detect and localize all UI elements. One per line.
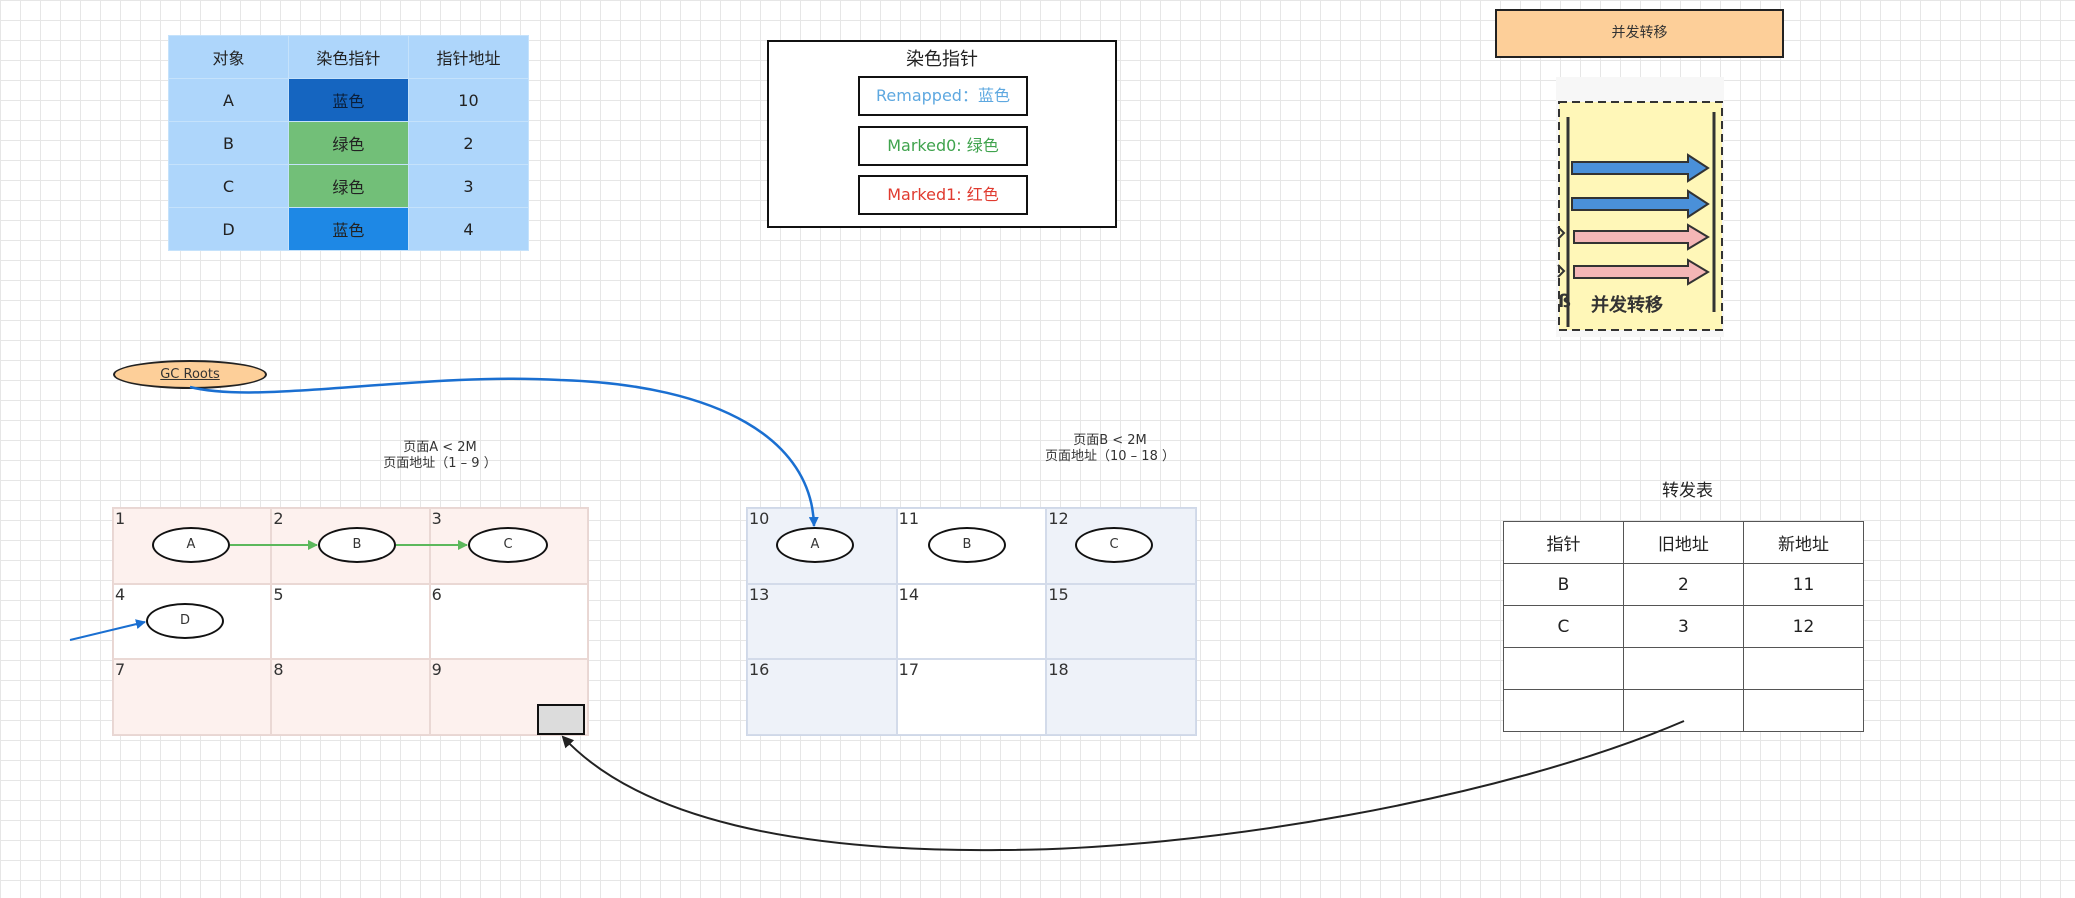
node-c-page-a[interactable]: C [468,527,548,563]
page-cell: 18 [1046,659,1196,735]
cell-object: D [168,207,289,251]
cell-address-label: 1 [115,509,126,528]
table-header-row: 对象 染色指针 指针地址 [168,35,530,79]
cell-address-label: 12 [1048,509,1069,528]
table-row: C 绿色 3 [168,164,530,208]
cell-old-address: 3 [1622,605,1744,648]
color-pointer-table: 对象 染色指针 指针地址 A 蓝色 10 B 绿色 2 C 绿色 3 D 蓝色 … [168,35,530,251]
concurrent-relocation-thumbnail[interactable]: ß 并发转移 [1556,77,1724,337]
cell-address-label: 13 [749,584,770,604]
cell-old-address [1622,647,1744,690]
node-b-page-a[interactable]: B [318,527,396,563]
thumbnail-fragment-text: ß [1558,291,1571,312]
page-cell: 7 [113,659,272,735]
node-c-page-b[interactable]: C [1075,527,1153,563]
table-row [1503,647,1865,690]
color-pointer-legend[interactable]: 染色指针 Remapped：蓝色 Marked0: 绿色 Marked1: 红色 [767,40,1117,228]
thumbnail-illustration [1557,101,1723,331]
concurrent-relocation-banner[interactable]: 并发转移 [1495,9,1784,58]
cell-address-label: 4 [115,584,126,604]
cell-new-address: 11 [1742,563,1865,606]
page-cell: 14 [896,583,1047,660]
header-pointer: 指针 [1503,521,1624,564]
cell-old-address: 2 [1622,563,1744,606]
cell-address: 10 [407,78,530,122]
cell-address: 3 [407,164,530,208]
cell-address-label: 11 [898,509,920,528]
cell-color: 蓝色 [287,207,409,251]
page-cell: 5 [271,583,430,660]
cell-object: B [168,121,289,165]
page-b-range-label: 页面地址（10 – 18 ） [1045,449,1175,464]
page-b-size-label: 页面B < 2M [1073,433,1147,448]
cell-pointer: C [1503,605,1624,648]
header-new-address: 新地址 [1742,521,1865,564]
table-row: D 蓝色 4 [168,207,530,251]
cell-address-label: 15 [1048,584,1069,604]
page-cell: 17 [896,659,1047,735]
cell-address-label: 8 [273,660,284,680]
cell-color: 蓝色 [287,78,409,122]
cell-address-label: 17 [898,660,920,680]
node-d-page-a[interactable]: D [146,603,224,639]
legend-remapped: Remapped：蓝色 [858,76,1028,116]
page-a-label: 页面A < 2M 页面地址（1 – 9 ） [370,440,510,472]
page-a-size-label: 页面A < 2M [403,440,477,455]
cell-address-label: 10 [749,509,770,528]
cell-pointer: B [1503,563,1624,606]
header-color: 染色指针 [287,35,409,79]
edge-forwarding-table-to-box [561,720,1685,852]
cell-new-address [1742,647,1865,690]
page-cell: 6 [429,583,588,660]
cell-address-label: 2 [273,509,284,528]
cell-address-label: 7 [115,660,126,680]
cell-pointer [1503,689,1624,732]
node-b-page-b[interactable]: B [928,527,1006,563]
page-cell: 16 [747,659,897,735]
cell-new-address [1742,689,1865,732]
relocated-object-box[interactable] [537,704,585,735]
cell-address-label: 16 [749,660,770,680]
page-cell: 8 [271,659,430,735]
cell-object: A [168,78,289,122]
table-row: B 2 11 [1503,563,1865,606]
cell-new-address: 12 [1742,605,1865,648]
forwarding-table[interactable]: 指针 旧地址 新地址 B 2 11 C 3 12 [1503,521,1865,732]
page-cell: 15 [1046,583,1196,660]
table-row: C 3 12 [1503,605,1865,648]
legend-marked1: Marked1: 红色 [858,175,1028,215]
table-row [1503,689,1865,732]
header-object: 对象 [168,35,289,79]
header-address: 指针地址 [407,35,530,79]
table-row: A 蓝色 10 [168,78,530,122]
cell-color: 绿色 [287,164,409,208]
cell-address-label: 9 [431,660,442,680]
cell-object: C [168,164,289,208]
cell-address: 4 [407,207,530,251]
table-row: B 绿色 2 [168,121,530,165]
cell-address-label: 6 [431,584,442,604]
forwarding-table-title: 转发表 [1662,481,1713,501]
page-cell: 13 [747,583,897,660]
legend-title: 染色指针 [906,49,978,70]
page-a-range-label: 页面地址（1 – 9 ） [383,456,497,471]
table-header-row: 指针 旧地址 新地址 [1503,521,1865,564]
cell-address: 2 [407,121,530,165]
legend-marked0: Marked0: 绿色 [858,126,1028,166]
cell-address-label: 18 [1048,660,1069,680]
cell-address-label: 14 [898,584,920,604]
cell-pointer [1503,647,1624,690]
gc-roots-node[interactable]: GC Roots [113,360,267,389]
node-a-page-b[interactable]: A [776,527,854,563]
cell-old-address [1622,689,1744,732]
page-b-label: 页面B < 2M 页面地址（10 – 18 ） [1040,433,1180,465]
node-a-page-a[interactable]: A [152,527,230,563]
thumbnail-label: 并发转移 [1591,295,1663,316]
cell-address-label: 5 [273,584,284,604]
cell-color: 绿色 [287,121,409,165]
header-old-address: 旧地址 [1622,521,1744,564]
cell-address-label: 3 [431,509,442,528]
